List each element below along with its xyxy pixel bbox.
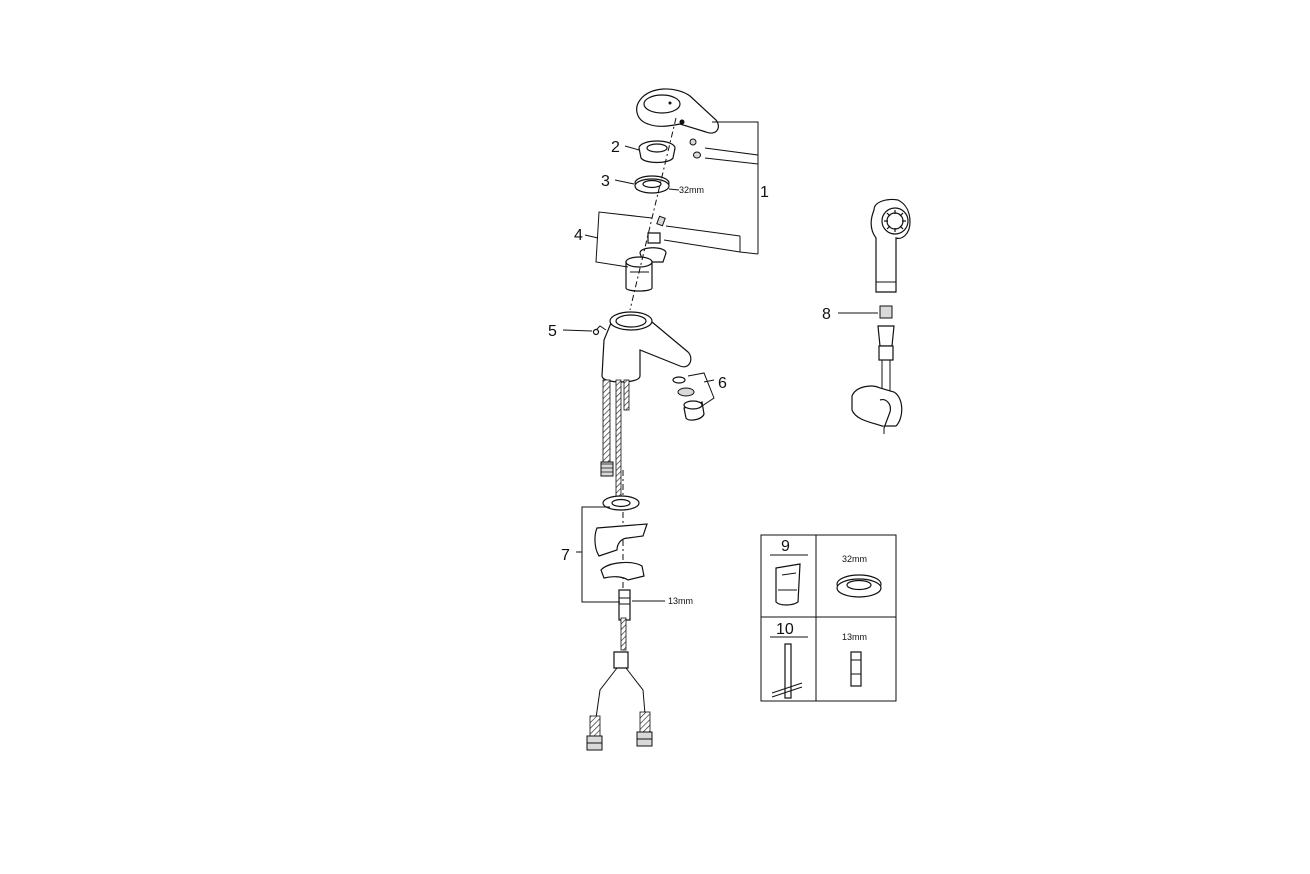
cover-ring-icon (638, 140, 676, 164)
dimension-nut-main: 13mm (668, 596, 693, 606)
callout-5: 5 (548, 323, 557, 340)
box-nut-icon (850, 651, 862, 687)
dimension-ring-box: 32mm (842, 554, 867, 564)
pop-up-rod-icon (562, 325, 607, 336)
threaded-ring-icon (634, 175, 670, 194)
aerator-icon (672, 372, 715, 421)
flex-hose-icon (600, 379, 630, 501)
cartridge-icon (625, 215, 667, 292)
mounting-set-icon (576, 495, 665, 621)
callout-4-bracket (584, 211, 653, 268)
tools-table (760, 534, 897, 702)
handle-screw-icon (689, 138, 701, 159)
shower-hose-icon (877, 325, 895, 392)
hand-shower-icon (870, 198, 911, 293)
dimension-ring-main: 32mm (679, 185, 704, 195)
t-wrench-icon (771, 643, 803, 699)
callout-4: 4 (574, 227, 583, 244)
box-ring-icon (836, 574, 882, 598)
shower-nut-icon (838, 305, 893, 319)
basin-mixer-icon (601, 311, 692, 383)
lever-handle-icon (636, 88, 719, 134)
callout-9: 9 (781, 538, 790, 555)
callout-6: 6 (718, 375, 727, 392)
callout-1-bracket (663, 121, 759, 255)
cartridge-wrench-icon (775, 563, 801, 606)
callout-8: 8 (822, 306, 831, 323)
wall-holder-icon (851, 385, 903, 434)
connection-hoses-icon (586, 617, 653, 751)
dimension-nut-box: 13mm (842, 632, 867, 642)
callout-3: 3 (601, 173, 610, 190)
callout-1: 1 (760, 184, 769, 201)
callout-2: 2 (611, 139, 620, 156)
callout-7: 7 (561, 547, 570, 564)
callout-10: 10 (776, 621, 794, 638)
